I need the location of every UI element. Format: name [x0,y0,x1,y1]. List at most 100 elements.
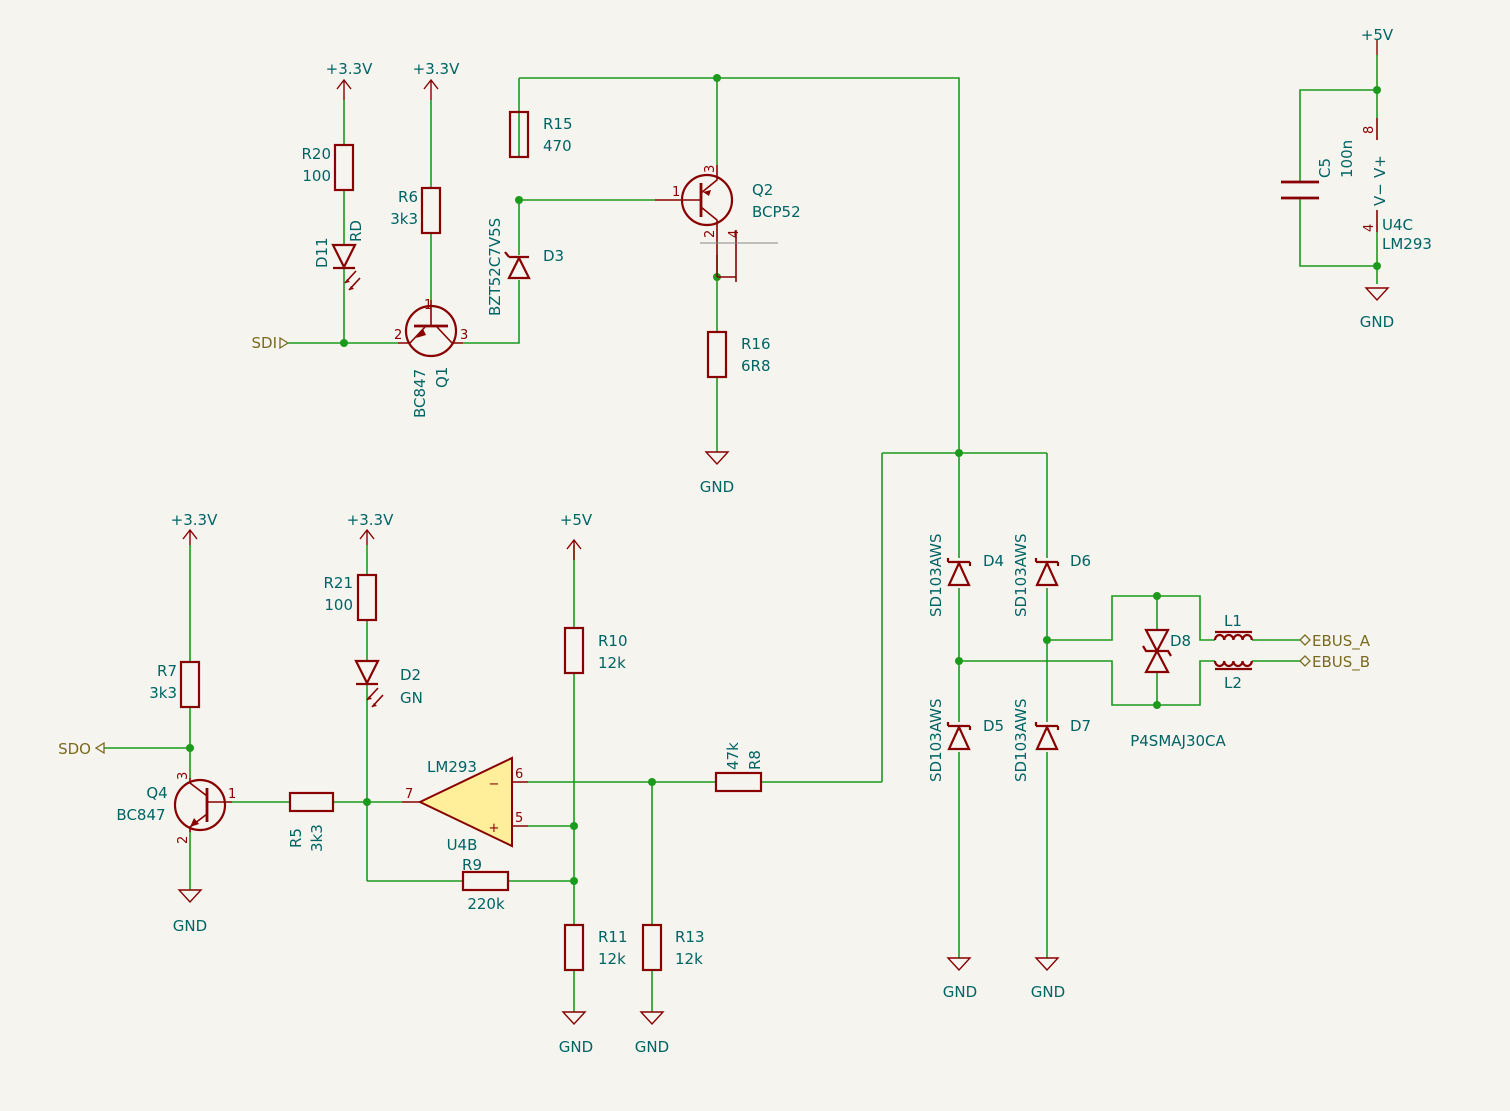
value-label: 3k3 [308,824,326,852]
gnd-label: GND [1360,313,1394,331]
wires [104,55,1378,1012]
ref-label: Q4 [146,784,167,802]
resistor-r16: R16 6R8 [706,330,771,379]
value-label: BC847 [411,369,429,418]
ref-label: R5 [287,828,305,848]
ref-label: U4C [1382,216,1413,234]
gnd-r11: GND [559,1011,593,1056]
resistor-r5: R5 3k3 [287,791,335,852]
power-label: +3.3V [326,60,373,78]
ref-label: D7 [1070,717,1091,735]
gnd-label: GND [635,1038,669,1056]
value-label: 100 [302,167,331,185]
ref-label: R20 [301,145,331,163]
ref-label: R21 [323,574,353,592]
ref-label: R9 [462,856,482,874]
pin-number: 3 [176,772,191,780]
ref-label: R13 [675,928,705,946]
resistor-r7: R7 3k3 [149,660,201,709]
value-label: 3k3 [390,210,418,228]
label-sdi: SDI [252,334,290,352]
resistor-r8: 47k R8 [714,742,764,793]
value-label: LM293 [427,758,477,776]
value-label: 220k [467,895,505,913]
schottky-d5: D5 SD103AWS [927,699,1004,783]
pin-number: 3 [460,328,468,343]
label-sdo: SDO [58,740,105,758]
value-label: 12k [675,950,703,968]
gnd-q4: GND [173,889,207,935]
net-label: EBUS_B [1312,653,1370,672]
pin-number: 7 [405,787,413,802]
value-label: BC847 [116,806,165,824]
pin-number: 5 [515,811,523,826]
net-label: SDI [252,334,278,352]
ref-label: Q2 [752,181,773,199]
ref-label: D6 [1070,552,1091,570]
power-label: +3.3V [171,511,218,529]
gnd-d5: GND [943,957,977,1001]
ref-label: R7 [157,662,177,680]
pin-number: 2 [394,328,402,343]
value-label: BCP52 [752,203,801,221]
pin-number: 1 [424,298,432,313]
ref-label: D4 [983,552,1004,570]
net-label: SDO [58,740,91,758]
power-3v3-r7: +3.3V [171,511,218,545]
npn-q1: 1 2 3 BC847 Q1 [394,298,468,418]
vminus-label: V− [1371,183,1389,206]
pin-number: 2 [703,230,718,238]
ref-label: C5 [1316,158,1334,178]
power-3v3-r20: +3.3V [326,60,373,100]
comparator-u4b: − + 7 6 5 LM293 U4B [402,756,528,854]
ref-label: R16 [741,335,771,353]
ref-label: R11 [598,928,628,946]
value-label: P4SMAJ30CA [1130,732,1226,750]
gnd-label: GND [700,478,734,496]
value-label: SD103AWS [1012,534,1030,618]
value-label: 100n [1338,140,1356,178]
ref-label: R10 [598,632,628,650]
gnd-label: GND [173,917,207,935]
pnp-q2: 1 2 3 4 Q2 BCP52 [655,165,801,282]
pin-number: 4 [727,230,742,238]
power-5v-r10: +5V [560,511,593,560]
power-label: +3.3V [413,60,460,78]
inductor-l1: L1 [1213,612,1253,641]
gnd-label: GND [1031,983,1065,1001]
power-label: +5V [1361,26,1394,44]
plus-sign: + [489,821,500,836]
value-label: 12k [598,950,626,968]
minus-sign: − [489,777,500,792]
gnd-d7: GND [1031,957,1065,1001]
junction-dots [186,74,1381,885]
zener-d3: D3 BZT52C7V5S [486,218,564,316]
ref-label: R8 [746,750,764,770]
gnd-label: GND [943,983,977,1001]
resistor-r21: R21 100 [323,573,378,622]
value-label: LM293 [1382,235,1432,253]
resistor-r20: R20 100 [301,143,355,192]
ref-label: D2 [400,666,421,684]
pin-number: 2 [176,836,191,844]
value-label: 470 [543,137,572,155]
power-3v3-r6: +3.3V [413,60,460,100]
schottky-d6: D6 SD103AWS [1012,534,1091,618]
net-label: EBUS_A [1312,632,1371,651]
ref-label: D8 [1170,632,1191,650]
resistor-r15: R15 470 [508,110,573,159]
ref-label: R6 [398,188,418,206]
value-label: 12k [598,654,626,672]
value-label: 100 [324,596,353,614]
npn-q4: 1 2 3 Q4 BC847 [116,772,236,844]
resistor-r6: R6 3k3 [390,186,442,235]
led-d11: D11 RD [313,220,365,291]
schottky-d4: D4 SD103AWS [927,534,1004,618]
led-d2: D2 GN [354,659,423,708]
gnd-q2: GND [700,451,734,496]
ref-label: R15 [543,115,573,133]
value-label: SD103AWS [1012,699,1030,783]
tvs-d8: D8 P4SMAJ30CA [1130,628,1227,750]
pin-number: 4 [1362,224,1377,232]
gnd-u4c: GND [1360,287,1394,331]
